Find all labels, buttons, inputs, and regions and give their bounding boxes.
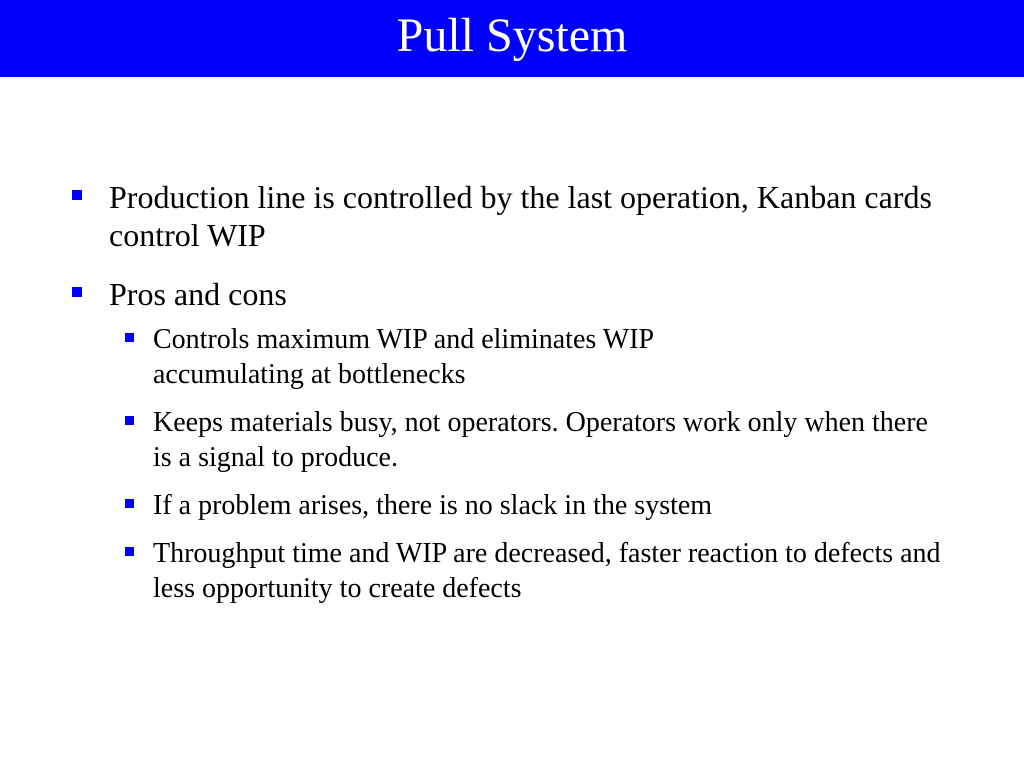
sub-bullet-text: If a problem arises, there is no slack i… [153, 490, 713, 521]
title-bar: Pull System [0, 0, 1024, 77]
bullet-text: Production line is controlled by the las… [109, 179, 932, 253]
bullet-text: Pros and cons [109, 276, 287, 312]
slide-title: Pull System [396, 8, 628, 62]
sub-bullet-text: Keeps materials busy, not operators. Ope… [153, 407, 928, 473]
sub-bullet-text: Throughput time and WIP are decreased, f… [153, 538, 941, 604]
sub-bullet-text: Controls maximum WIP and eliminates WIP … [153, 324, 654, 390]
sub-bullet-item: Controls maximum WIP and eliminates WIP … [125, 322, 793, 392]
square-bullet-icon [125, 547, 134, 556]
sub-bullet-list: Controls maximum WIP and eliminates WIP … [125, 322, 952, 606]
square-bullet-icon [125, 416, 134, 425]
bullet-item: Pros and cons [72, 275, 952, 313]
sub-bullet-item: If a problem arises, there is no slack i… [125, 488, 953, 523]
square-bullet-icon [125, 499, 134, 508]
sub-bullet-item: Keeps materials busy, not operators. Ope… [125, 405, 953, 475]
square-bullet-icon [72, 287, 82, 297]
square-bullet-icon [125, 333, 134, 342]
slide-content: Production line is controlled by the las… [72, 178, 952, 619]
square-bullet-icon [72, 190, 82, 200]
sub-bullet-item: Throughput time and WIP are decreased, f… [125, 536, 953, 606]
bullet-item: Production line is controlled by the las… [72, 178, 952, 254]
